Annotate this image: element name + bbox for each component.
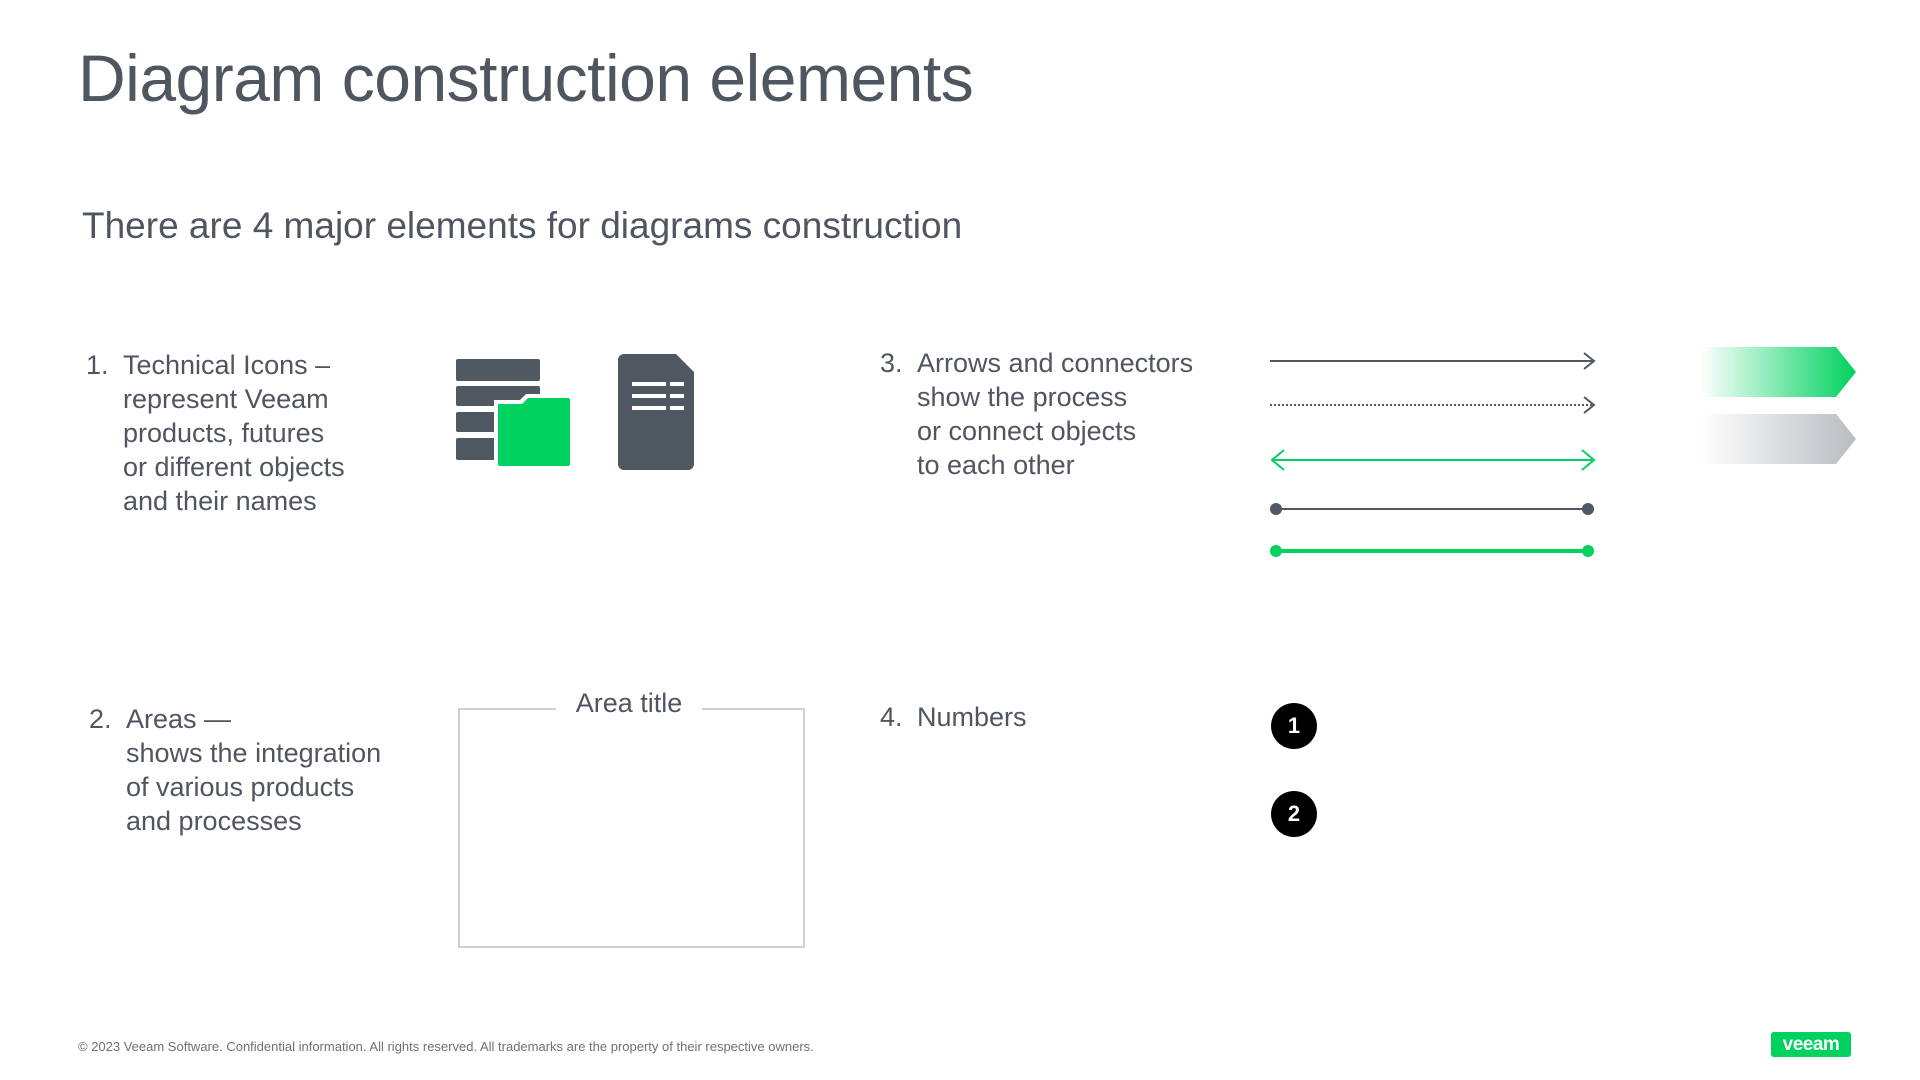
dotted-arrow xyxy=(1270,396,1596,414)
footer-copyright: © 2023 Veeam Software. Confidential info… xyxy=(78,1039,814,1054)
item-description: Arrows and connectors show the process o… xyxy=(917,348,1194,480)
item-number: 3. xyxy=(880,348,903,378)
number-badge-2: 2 xyxy=(1271,791,1317,837)
server-folder-icon xyxy=(456,359,573,470)
item-number: 1. xyxy=(86,350,109,380)
green-dot-connector xyxy=(1270,545,1594,557)
item-areas: 2. Areas — shows the integration of vari… xyxy=(89,702,449,842)
veeam-logo: veeam xyxy=(1771,1032,1851,1057)
document-icon xyxy=(618,354,694,470)
area-example-box xyxy=(458,708,805,948)
gray-dot-connector xyxy=(1270,503,1594,515)
solid-arrow xyxy=(1270,352,1596,370)
item-number: 4. xyxy=(880,702,903,732)
item-description: Numbers xyxy=(917,702,1027,732)
number-badge-1: 1 xyxy=(1271,703,1317,749)
block-arrows xyxy=(1700,347,1856,464)
item-description: Technical Icons – represent Veeam produc… xyxy=(123,350,345,516)
item-numbers: 4. Numbers xyxy=(880,700,1180,740)
green-block-arrow xyxy=(1700,347,1856,397)
arrow-connector-examples xyxy=(1270,352,1596,557)
item-number: 2. xyxy=(89,704,112,734)
gray-block-arrow xyxy=(1700,414,1856,464)
double-green-arrow xyxy=(1270,449,1596,471)
item-arrows-connectors: 3. Arrows and connectors show the proces… xyxy=(880,346,1240,486)
page-subtitle: There are 4 major elements for diagrams … xyxy=(82,205,963,246)
page-title: Diagram construction elements xyxy=(78,41,974,115)
area-title: Area title xyxy=(556,686,702,720)
item-description: Areas — shows the integration of various… xyxy=(126,704,382,836)
item-technical-icons: 1. Technical Icons – represent Veeam pro… xyxy=(86,348,446,528)
